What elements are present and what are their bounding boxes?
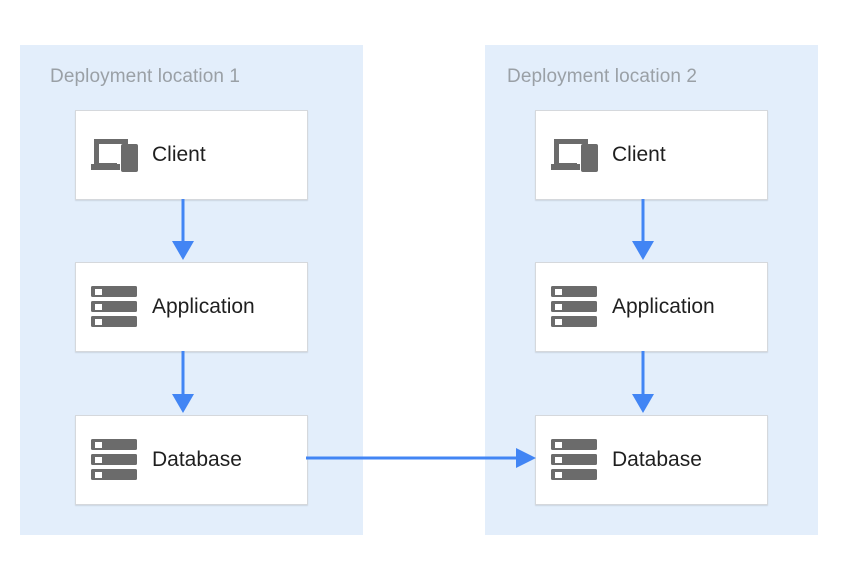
server-stack-icon <box>76 438 152 482</box>
server-stack-icon <box>536 285 612 329</box>
connector-database-1-to-database-2 <box>306 445 537 471</box>
node-database-1-label: Database <box>152 448 242 471</box>
node-application-1[interactable]: Application <box>75 262 308 352</box>
connector-application-1-to-database-1 <box>170 351 196 414</box>
devices-icon <box>76 136 152 174</box>
node-application-2-label: Application <box>612 295 715 318</box>
connector-client-1-to-application-1 <box>170 199 196 261</box>
server-stack-icon <box>536 438 612 482</box>
node-database-1[interactable]: Database <box>75 415 308 505</box>
node-client-1-label: Client <box>152 143 206 166</box>
node-application-1-label: Application <box>152 295 255 318</box>
node-client-1[interactable]: Client <box>75 110 308 200</box>
region-1-label: Deployment location 1 <box>50 66 241 87</box>
node-client-2-label: Client <box>612 143 666 166</box>
node-application-2[interactable]: Application <box>535 262 768 352</box>
connector-client-2-to-application-2 <box>630 199 656 261</box>
node-database-2-label: Database <box>612 448 702 471</box>
node-database-2[interactable]: Database <box>535 415 768 505</box>
region-2-label: Deployment location 2 <box>507 66 698 87</box>
server-stack-icon <box>76 285 152 329</box>
devices-icon <box>536 136 612 174</box>
connector-application-2-to-database-2 <box>630 351 656 414</box>
node-client-2[interactable]: Client <box>535 110 768 200</box>
